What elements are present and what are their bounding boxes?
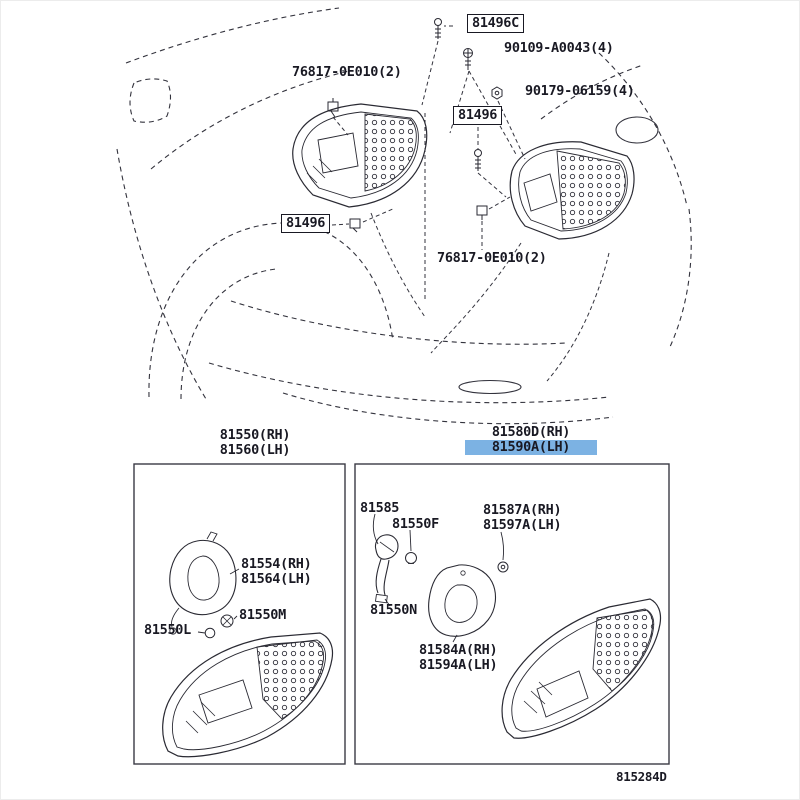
screw-icon-90109 [463,48,473,70]
part-label-81564-lh[interactable]: 81564(LH) [241,571,312,587]
part-label-81560-lh[interactable]: 81560(LH) [219,442,291,458]
right-box-leaders [372,513,505,643]
part-label-81554[interactable]: 81554(RH) 81564(LH) [241,556,312,587]
part-label-81580D-rh[interactable]: 81580D(RH) [491,424,571,440]
part-label-81496-mid[interactable]: 81496 [281,214,331,233]
leader-lines [331,25,610,382]
car-trim-details [458,116,659,395]
part-label-81584A[interactable]: 81584A(RH) 81594A(LH) [419,642,498,673]
part-label-90109[interactable]: 90109-A0043(4) [504,40,614,56]
bolt-icon-81496C [434,18,442,39]
bolt-icon-81496 [474,149,482,171]
clip-icon-76817-top [327,98,339,118]
nut-icon-90179 [491,86,503,100]
right-box-title[interactable]: 81580D(RH) 81590A(LH) [465,425,597,455]
part-label-81587A-rh[interactable]: 81587A(RH) [483,502,562,518]
lamp-gasket-right [428,564,497,637]
left-box-title[interactable]: 81550(RH) 81560(LH) [194,428,316,458]
part-label-81550L[interactable]: 81550L [144,622,191,638]
part-label-81496C[interactable]: 81496C [467,14,524,33]
part-label-81550F[interactable]: 81550F [392,516,439,532]
tail-lamp-outer-top [292,103,428,208]
part-label-81594A-lh[interactable]: 81594A(LH) [419,657,498,673]
part-label-81550-rh[interactable]: 81550(RH) [219,427,291,443]
tail-lamp-right-box [501,598,662,739]
clip-icon-76817-bottom [476,205,488,220]
left-box-leaders [197,568,240,634]
bulb-icon-right [405,552,417,564]
lamp-gasket-left [169,531,237,635]
part-label-90179[interactable]: 90179-06159(4) [525,83,635,99]
part-label-81590A-lh-highlighted[interactable]: 81590A(LH) [465,440,597,455]
part-label-81550M[interactable]: 81550M [239,607,286,623]
part-label-81496-right[interactable]: 81496 [453,106,503,125]
tail-lamp-left-box [162,632,334,758]
detail-boxes [133,463,670,765]
car-body-outline [116,7,692,425]
part-label-81554-rh[interactable]: 81554(RH) [241,556,312,572]
part-label-81597A-lh[interactable]: 81597A(LH) [483,517,562,533]
part-label-81585[interactable]: 81585 [360,500,400,516]
diagram-code: 815284D [616,769,667,784]
part-label-81587A[interactable]: 81587A(RH) 81597A(LH) [483,502,562,533]
bulb-icon-left [204,627,216,639]
part-label-81584A-rh[interactable]: 81584A(RH) [419,642,498,658]
screw-icon-right [497,561,509,573]
part-label-76817-top[interactable]: 76817-0E010(2) [292,64,402,80]
part-label-81550N[interactable]: 81550N [370,602,417,618]
clip-icon-81496-mid [349,218,361,233]
bulb-socket-cord-icon [374,534,399,604]
tail-lamp-inner-top [509,141,635,240]
bulb-socket-icon-left [220,614,234,628]
part-label-76817-bottom[interactable]: 76817-0E010(2) [437,250,547,266]
